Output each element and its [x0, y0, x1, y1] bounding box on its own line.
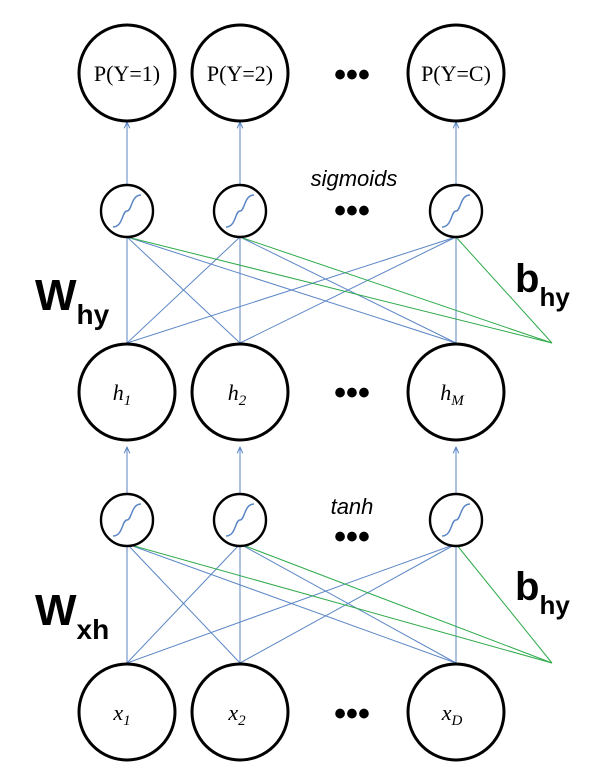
hidden-node-1: h1 — [77, 342, 177, 442]
output-node-1: P(Y=1) — [77, 23, 177, 123]
input-label-d: xD — [441, 700, 463, 729]
hidden-label-m: hM — [440, 380, 465, 409]
sigmoid-node-1 — [99, 183, 155, 239]
sigmoid-curve-icon — [112, 194, 142, 228]
weight-why-label: Why — [35, 271, 110, 330]
sigmoid-node-c — [428, 183, 484, 239]
tanh-ellipsis: ••• — [334, 518, 370, 556]
tanh-node-2 — [212, 492, 268, 548]
bias-top-label: bhy — [515, 257, 570, 312]
bias-top-edges — [126, 236, 553, 344]
hidden-node-m: hM — [406, 342, 506, 442]
input-node-2: x2 — [190, 662, 290, 762]
tanh-label: tanh — [331, 494, 374, 519]
output-node-2: P(Y=2) — [190, 23, 290, 123]
sigmoid-node-2 — [212, 183, 268, 239]
output-label-1: P(Y=1) — [94, 61, 160, 86]
sigmoid-curve-icon — [225, 194, 255, 228]
bias-bottom-label: bhy — [515, 565, 570, 620]
output-label-2: P(Y=2) — [207, 61, 273, 86]
hidden-ellipsis: ••• — [334, 374, 370, 412]
input-label-1: x1 — [112, 700, 130, 729]
why-edges — [126, 236, 457, 344]
weight-wxh-label: Wxh — [35, 586, 109, 645]
wxh-edges — [126, 543, 457, 664]
output-label-c: P(Y=C) — [421, 61, 491, 86]
tanh-curve-icon — [112, 503, 142, 537]
tanh-to-hidden-arrows — [127, 447, 456, 497]
hidden-label-1: h1 — [113, 380, 132, 409]
tanh-node-1 — [99, 492, 155, 548]
tanh-curve-icon — [441, 503, 471, 537]
sigmoid-curve-icon — [441, 194, 471, 228]
input-ellipsis: ••• — [334, 695, 370, 733]
tanh-curve-icon — [225, 503, 255, 537]
sigmoids-label: sigmoids — [311, 166, 398, 191]
bias-bottom-edges — [126, 543, 553, 664]
hidden-label-2: h2 — [228, 380, 247, 409]
input-node-1: x1 — [77, 662, 177, 762]
input-node-d: xD — [406, 662, 506, 762]
sigmoid-to-output-arrows — [127, 122, 456, 187]
output-node-c: P(Y=C) — [406, 23, 506, 123]
tanh-node-d — [428, 492, 484, 548]
hidden-node-2: h2 — [190, 342, 290, 442]
input-label-2: x2 — [227, 700, 246, 729]
sigmoid-ellipsis: ••• — [334, 192, 370, 230]
output-ellipsis: ••• — [334, 56, 370, 94]
